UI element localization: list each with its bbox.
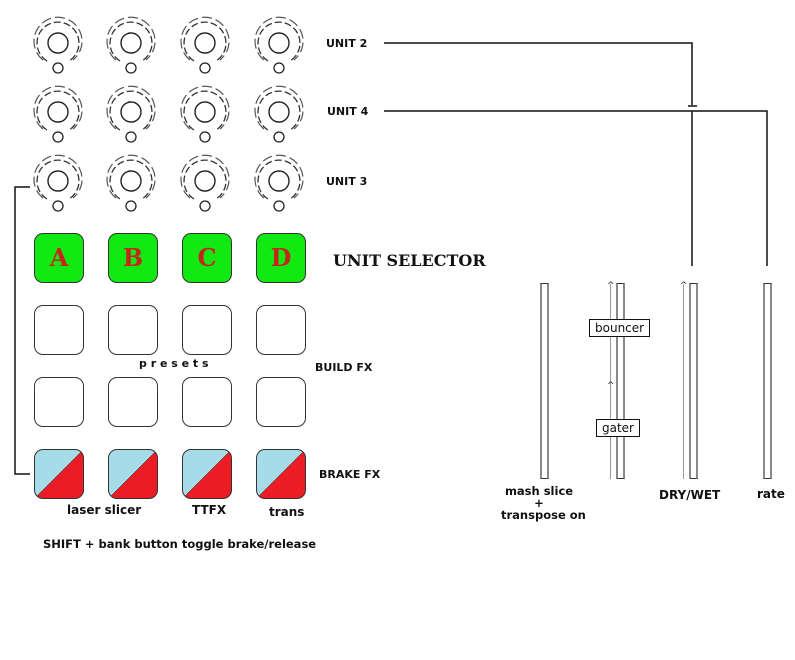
knob-icon	[106, 85, 156, 143]
knob-icon	[106, 154, 156, 212]
unit-3-label: UNIT 3	[326, 175, 368, 188]
build-fx-pad-8[interactable]	[256, 377, 306, 427]
dry-wet-arrow-icon: ^	[680, 281, 688, 291]
knob-icon	[254, 85, 304, 143]
knob-unit-3-2[interactable]	[103, 153, 163, 215]
rate-slider[interactable]	[763, 283, 772, 479]
shift-bank-note: SHIFT + bank button toggle brake/release	[43, 537, 317, 551]
trans-label: trans	[269, 505, 305, 519]
unit-2-label: UNIT 2	[326, 37, 368, 50]
build-fx-pad-6[interactable]	[108, 377, 158, 427]
mash-slice-label-line1: mash slice	[504, 484, 574, 498]
gater-tag: gater	[596, 419, 640, 437]
knob-unit-2-4[interactable]	[251, 15, 311, 77]
unit-selector-d-button[interactable]: D	[256, 233, 306, 283]
unit4-connector	[384, 110, 768, 266]
knob-unit-2-2[interactable]	[103, 15, 163, 77]
dry-wet-track	[683, 284, 684, 479]
bouncer-tag: bouncer	[589, 319, 651, 337]
brake-fx-label: BRAKE FX	[319, 468, 381, 481]
brake-fx-pad-4[interactable]	[256, 449, 306, 499]
knob-unit-2-1[interactable]	[30, 15, 90, 77]
unit-selector-label: UNIT SELECTOR	[333, 251, 486, 270]
build-fx-pad-1[interactable]	[34, 305, 84, 355]
knob-unit-4-4[interactable]	[251, 84, 311, 146]
pad-letter: D	[270, 243, 292, 272]
knob-unit-4-3[interactable]	[177, 84, 237, 146]
knob-unit-3-3[interactable]	[177, 153, 237, 215]
rate-label: rate	[757, 487, 785, 501]
knob-unit-3-4[interactable]	[251, 153, 311, 215]
ttfx-label: TTFX	[192, 503, 227, 517]
unit3-brake-bracket	[14, 186, 30, 475]
build-fx-pad-5[interactable]	[34, 377, 84, 427]
build-fx-label: BUILD FX	[315, 361, 373, 374]
unit-selector-c-button[interactable]: C	[182, 233, 232, 283]
pad-letter: B	[122, 243, 144, 272]
knob-unit-3-1[interactable]	[30, 153, 90, 215]
knob-icon	[180, 85, 230, 143]
bouncer-gater-track	[610, 284, 611, 479]
build-fx-pad-4[interactable]	[256, 305, 306, 355]
knob-unit-2-3[interactable]	[177, 15, 237, 77]
bouncer-arrow-icon: ^	[607, 281, 615, 291]
mash-slice-label: mash slice + transpose on	[501, 484, 586, 522]
knob-icon	[33, 85, 83, 143]
build-fx-pad-3[interactable]	[182, 305, 232, 355]
presets-label: p r e s e t s	[139, 357, 209, 370]
mash-slice-label-line3: transpose on	[501, 508, 586, 522]
brake-fx-pad-2[interactable]	[108, 449, 158, 499]
knob-unit-4-2[interactable]	[103, 84, 163, 146]
knob-icon	[33, 154, 83, 212]
build-fx-pad-7[interactable]	[182, 377, 232, 427]
unit-selector-b-button[interactable]: B	[108, 233, 158, 283]
knob-icon	[254, 16, 304, 74]
laser-slicer-label: laser slicer	[67, 503, 142, 517]
unit-selector-a-button[interactable]: A	[34, 233, 84, 283]
knob-icon	[254, 154, 304, 212]
unit2-connector	[384, 42, 693, 105]
knob-unit-4-1[interactable]	[30, 84, 90, 146]
dry-wet-label: DRY/WET	[659, 488, 721, 502]
knob-icon	[180, 16, 230, 74]
dry-wet-slider[interactable]	[689, 283, 698, 479]
mash-slice-label-line2: +	[534, 496, 544, 510]
gater-arrow-icon: ^	[607, 381, 615, 391]
pad-letter: A	[49, 243, 69, 272]
brake-fx-pad-3[interactable]	[182, 449, 232, 499]
build-fx-pad-2[interactable]	[108, 305, 158, 355]
bouncer-gater-slider[interactable]	[616, 283, 625, 479]
knob-icon	[33, 16, 83, 74]
knob-icon	[180, 154, 230, 212]
brake-fx-pad-1[interactable]	[34, 449, 84, 499]
knob-icon	[106, 16, 156, 74]
mash-slice-slider[interactable]	[540, 283, 549, 479]
pad-letter: C	[197, 243, 217, 272]
unit-4-label: UNIT 4	[327, 105, 369, 118]
